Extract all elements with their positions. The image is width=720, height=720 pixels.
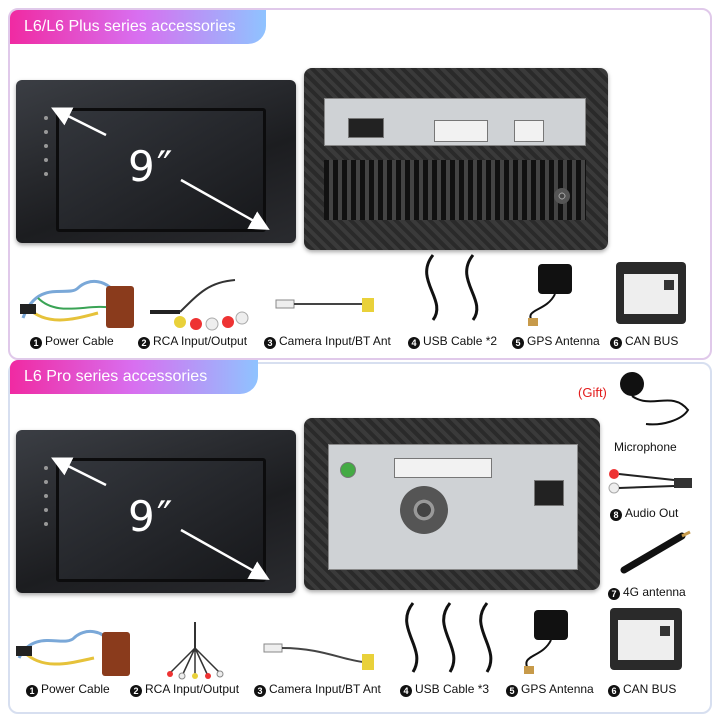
rca-cable-image [140,272,250,334]
side-buttons [44,116,48,186]
number-badge: 1 [30,337,42,349]
l6-pro-banner: L6 Pro series accessories [10,360,258,394]
accessory-label-microphone: Microphone [614,440,677,454]
gift-label: (Gift) [578,385,607,400]
label-text: USB Cable *2 [423,334,498,348]
label-text: GPS Antenna [527,334,600,348]
label-text: RCA Input/Output [145,682,240,696]
head-unit-back-image [304,418,600,590]
number-badge: 5 [512,337,524,349]
number-badge: 3 [254,685,266,697]
can-bus-image [606,604,686,674]
label-text: USB Cable *3 [415,682,490,696]
number-badge: 1 [26,685,38,697]
label-text: Power Cable [45,334,114,348]
number-badge: 6 [608,685,620,697]
number-badge: 7 [608,588,620,600]
screen-size-label: 9″ [128,492,175,541]
number-badge: 3 [264,337,276,349]
number-badge: 4 [400,685,412,697]
cooling-fan [400,486,448,534]
connector [534,480,564,506]
l6-plus-banner: L6/L6 Plus series accessories [10,10,266,44]
number-badge: 2 [130,685,142,697]
camera-cable-image [262,640,386,674]
number-badge: 5 [506,685,518,697]
number-badge: 4 [408,337,420,349]
label-text: Camera Input/BT Ant [269,682,381,696]
side-buttons [44,466,48,536]
gps-antenna-image [512,604,592,676]
label-text: Power Cable [41,682,110,696]
number-badge: 2 [138,337,150,349]
head-unit-front-image: 9″ [16,430,296,593]
rca-cable-image [160,618,230,680]
microphone-image [612,370,696,432]
antenna-port [554,188,570,204]
label-text: GPS Antenna [521,682,594,696]
usb-cable-image [418,250,498,324]
label-text: Camera Input/BT Ant [279,334,391,348]
label-text: 4G antenna [623,585,686,599]
label-text: Audio Out [625,506,679,520]
diagonal-arrows [51,107,270,230]
label-text: Microphone [614,440,677,454]
connector [434,120,488,142]
connector [394,458,492,478]
heat-sink-fins [324,160,586,220]
can-bus-image [612,258,690,328]
connector [514,120,544,142]
port [340,462,356,478]
usb-cable-image [398,598,508,676]
camera-cable-image [274,294,384,324]
screen-size-label: 9″ [128,142,175,191]
number-badge: 8 [610,509,622,521]
power-cable-image [14,618,134,680]
connector [348,118,384,138]
label-text: RCA Input/Output [153,334,248,348]
audio-out-image [604,462,700,502]
label-text: CAN BUS [625,334,679,348]
diagonal-arrows [51,457,270,580]
head-unit-front-image: 9″ [16,80,296,243]
4g-antenna-image [616,528,696,578]
power-cable-image [18,268,138,334]
label-text: CAN BUS [623,682,677,696]
number-badge: 6 [610,337,622,349]
head-unit-back-image [304,68,608,250]
gps-antenna-image [516,258,596,328]
